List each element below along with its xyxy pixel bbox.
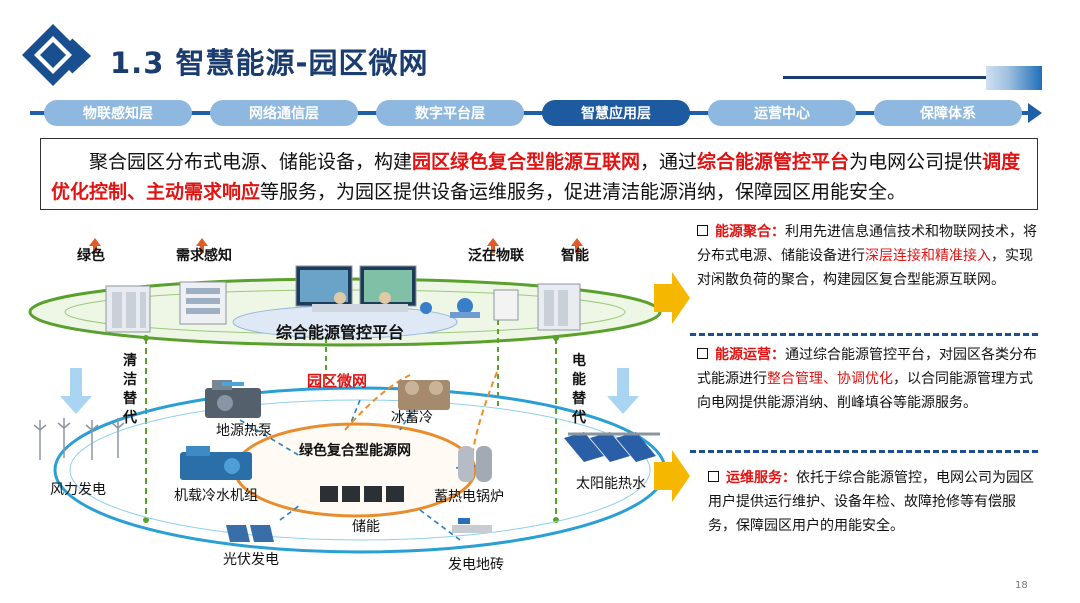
maintenance-heading: 运维服务： bbox=[726, 470, 796, 486]
operation-heading: 能源运营： bbox=[715, 347, 785, 363]
arrow-right-icon bbox=[654, 450, 690, 502]
label-electric-substitution: 电能替代 bbox=[572, 353, 586, 426]
label-ice-storage: 冰蓄冷 bbox=[391, 410, 433, 426]
operation-highlight: 协调优化 bbox=[837, 371, 893, 387]
label-electric-boiler: 蓄热电锅炉 bbox=[434, 489, 504, 505]
intro-text-box: 聚合园区分布式电源、储能设备，构建园区绿色复合型能源互联网，通过综合能源管控平台… bbox=[40, 138, 1038, 210]
label-pv-power: 光伏发电 bbox=[223, 552, 279, 568]
header-accent-block bbox=[986, 66, 1042, 90]
checkbox-square-icon bbox=[708, 471, 719, 482]
tab-network-communication[interactable]: 网络通信层 bbox=[210, 100, 358, 126]
panel-maintenance-service: 运维服务：依托于综合能源管控，电网公司为园区用户提供运行维护、设备年检、故障抢修… bbox=[708, 466, 1038, 538]
operation-separator: 、 bbox=[823, 371, 837, 387]
maintenance-text: 依托于综合能源管控，电网公司为园区用户提供运行维护、设备年检、故障抢修等有偿服务… bbox=[708, 470, 1034, 534]
arrow-right-icon bbox=[654, 272, 690, 324]
label-clean-substitution: 清洁替代 bbox=[123, 353, 137, 426]
intro-text: 为电网公司提供 bbox=[849, 151, 983, 173]
label-wind-power: 风力发电 bbox=[50, 482, 106, 498]
intro-highlight-services: 调度优化控制、主动需求响应 bbox=[51, 151, 1021, 203]
operation-text: ，以合同能源管理方式向电网提供能源消纳、削峰填谷等能源服务。 bbox=[697, 371, 1033, 411]
checkbox-square-icon bbox=[697, 348, 708, 359]
nav-arrow-head-icon bbox=[1028, 103, 1042, 123]
label-energy-storage: 储能 bbox=[352, 519, 380, 535]
nav-arrow-line bbox=[30, 111, 1030, 115]
tab-operation-center[interactable]: 运营中心 bbox=[708, 100, 856, 126]
tab-support-system[interactable]: 保障体系 bbox=[874, 100, 1022, 126]
panel-energy-operation: 能源运营：通过综合能源管控平台，对园区各类分布式能源进行整合管理、协调优化，以合… bbox=[697, 343, 1037, 415]
intro-text: 聚合园区分布式电源、储能设备，构建 bbox=[89, 151, 413, 173]
chevron-right-icon bbox=[67, 38, 92, 74]
tab-smart-application[interactable]: 智慧应用层 bbox=[542, 100, 690, 126]
label-ubiquitous-iot: 泛在物联 bbox=[468, 248, 524, 264]
platform-label: 综合能源管控平台 bbox=[276, 323, 405, 342]
label-power-tile: 发电地砖 bbox=[448, 557, 504, 573]
tab-iot-perception[interactable]: 物联感知层 bbox=[44, 100, 192, 126]
microgrid-diagram: 绿色 需求感知 泛在物联 智能 综合能源管控平台 园区微网 绿色复合型能源网 清… bbox=[0, 220, 690, 603]
operation-highlight: 整合管理 bbox=[767, 371, 823, 387]
checkbox-square-icon bbox=[697, 225, 708, 236]
tab-digital-platform[interactable]: 数字平台层 bbox=[376, 100, 524, 126]
aggregation-text: 利用先进信息通信技术和物联网技术，将分布式电源、储能设备进行 bbox=[697, 224, 1037, 264]
intro-highlight-network: 园区绿色复合型能源互联网 bbox=[412, 151, 641, 173]
label-chiller: 机载冷水机组 bbox=[174, 488, 258, 504]
diagram-graphics bbox=[28, 238, 667, 554]
label-smart: 智能 bbox=[561, 248, 589, 264]
page-title: 1.3 智慧能源-园区微网 bbox=[110, 46, 429, 80]
core-network-label: 绿色复合型能源网 bbox=[299, 443, 411, 459]
label-solar-water: 太阳能热水 bbox=[576, 476, 646, 492]
label-demand-sensing: 需求感知 bbox=[176, 248, 232, 264]
divider-dashed bbox=[690, 450, 1038, 453]
label-green: 绿色 bbox=[77, 248, 105, 264]
intro-highlight-platform: 综合能源管控平台 bbox=[697, 151, 850, 173]
page-number: 18 bbox=[1015, 580, 1028, 591]
microgrid-label: 园区微网 bbox=[307, 372, 368, 390]
label-geo-heat-pump: 地源热泵 bbox=[216, 423, 272, 439]
operation-text: 通过综合能源管控平台，对园区各类分布式能源进行 bbox=[697, 347, 1037, 387]
intro-text: ，通过 bbox=[640, 151, 698, 173]
header-rule bbox=[783, 76, 1013, 79]
aggregation-text: ，实现对闲散负荷的聚合，构建园区复合型能源互联网。 bbox=[697, 248, 1033, 288]
intro-text: 等服务，为园区提供设备运维服务，促进清洁能源消纳，保障园区用能安全。 bbox=[260, 181, 907, 203]
layer-navigation: 物联感知层 网络通信层 数字平台层 智慧应用层 运营中心 保障体系 bbox=[30, 100, 1042, 126]
aggregation-heading: 能源聚合： bbox=[715, 224, 785, 240]
logo-diamond-icon bbox=[22, 24, 84, 86]
panel-energy-aggregation: 能源聚合：利用先进信息通信技术和物联网技术，将分布式电源、储能设备进行深层连接和… bbox=[697, 220, 1037, 292]
aggregation-highlight: 深层连接和精准接入 bbox=[865, 248, 991, 264]
divider-dashed bbox=[690, 333, 1038, 336]
